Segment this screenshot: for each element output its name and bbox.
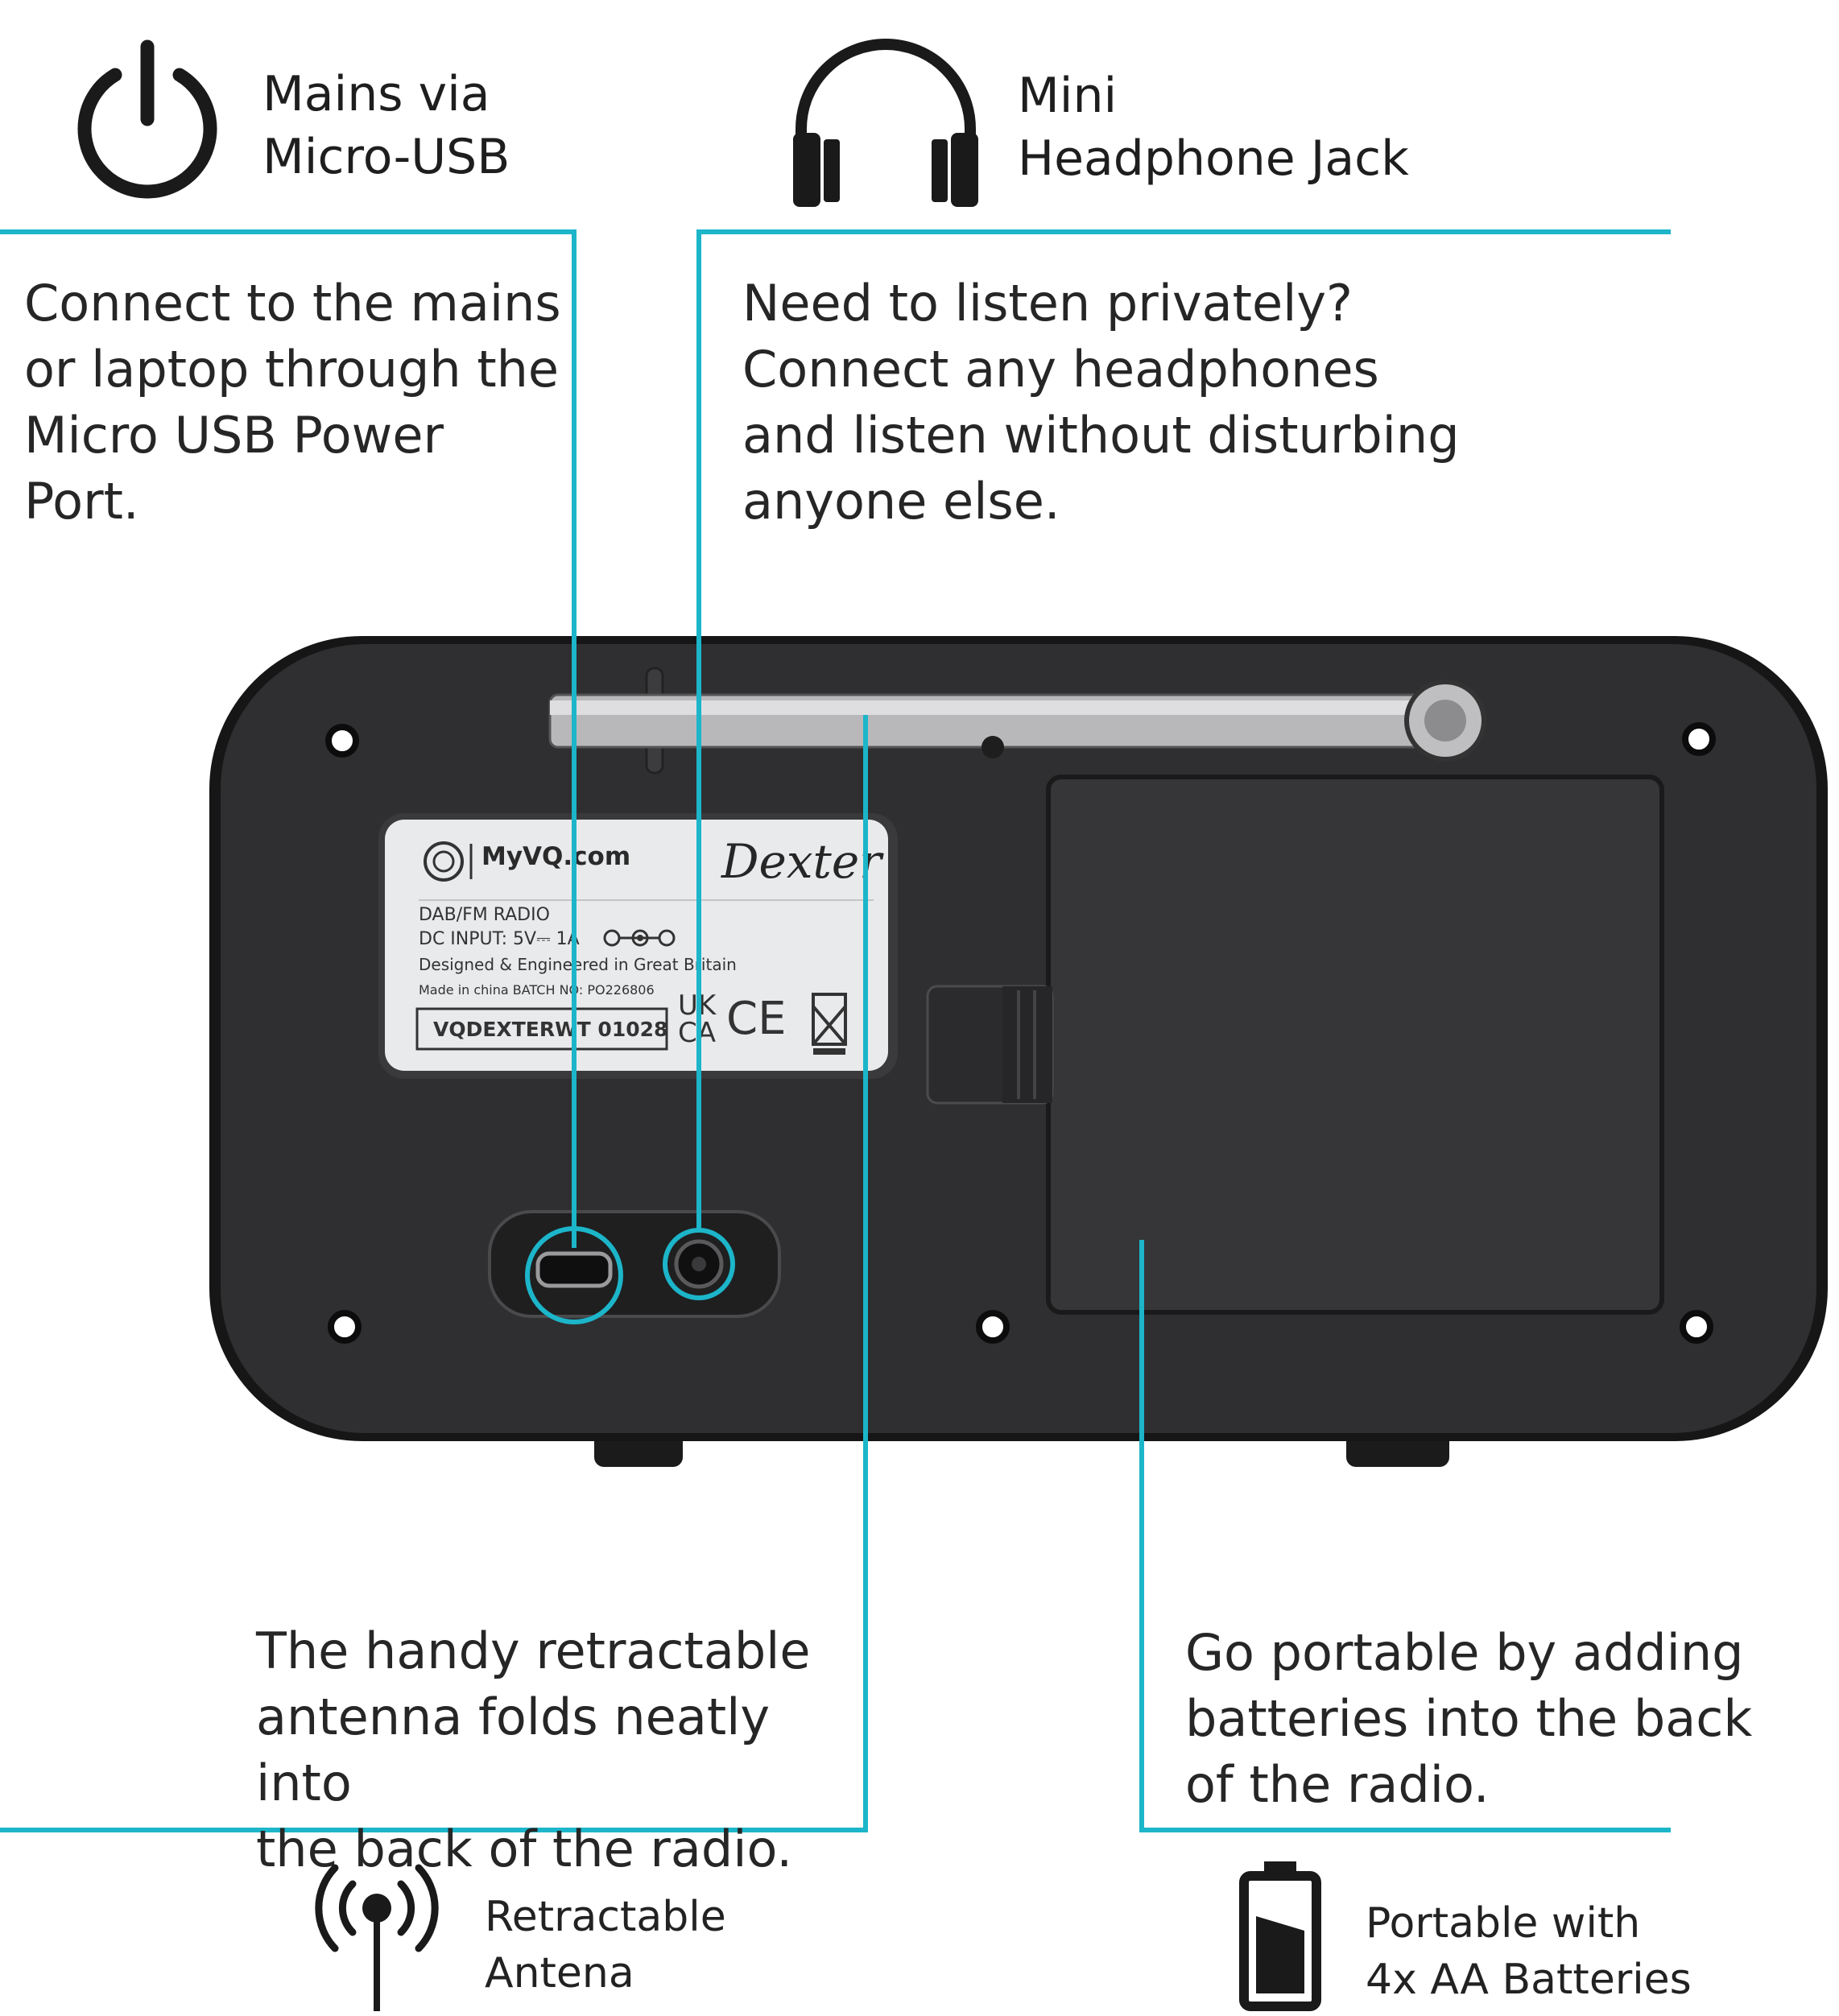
label-serial: VQDEXTERWT 01028 [433, 1018, 668, 1041]
label-line-4: Made in china BATCH NO: PO226806 [419, 982, 655, 998]
headphone-title: Mini Headphone Jack [1018, 68, 1409, 187]
battery-title: Portable with 4x AA Batteries [1366, 1899, 1692, 2004]
battery-description: Go portable by adding batteries into the… [1185, 1623, 1753, 1814]
label-ce-mark: CE [726, 993, 787, 1045]
label-line-2: DC INPUT: 5V⎓ 1A [419, 929, 580, 949]
label-brand: MyVQ.com [481, 842, 631, 871]
power-description: Connect to the mains or laptop through t… [24, 274, 561, 531]
antenna-title: Retractable Antena [485, 1893, 726, 1997]
headphone-description: Need to listen privately? Connect any he… [742, 274, 1460, 531]
battery-icon [1237, 1858, 1324, 2011]
antenna-description: The handy retractable antenna folds neat… [256, 1621, 811, 1878]
label-model-script: Dexter [721, 834, 882, 889]
power-title: Mains via Micro-USB [262, 66, 510, 185]
antenna-icon [312, 1852, 441, 2013]
label-line-3: Designed & Engineered in Great Britain [419, 955, 737, 974]
power-icon [71, 39, 224, 208]
headphones-icon [785, 36, 986, 209]
label-line-1: DAB/FM RADIO [419, 905, 550, 925]
